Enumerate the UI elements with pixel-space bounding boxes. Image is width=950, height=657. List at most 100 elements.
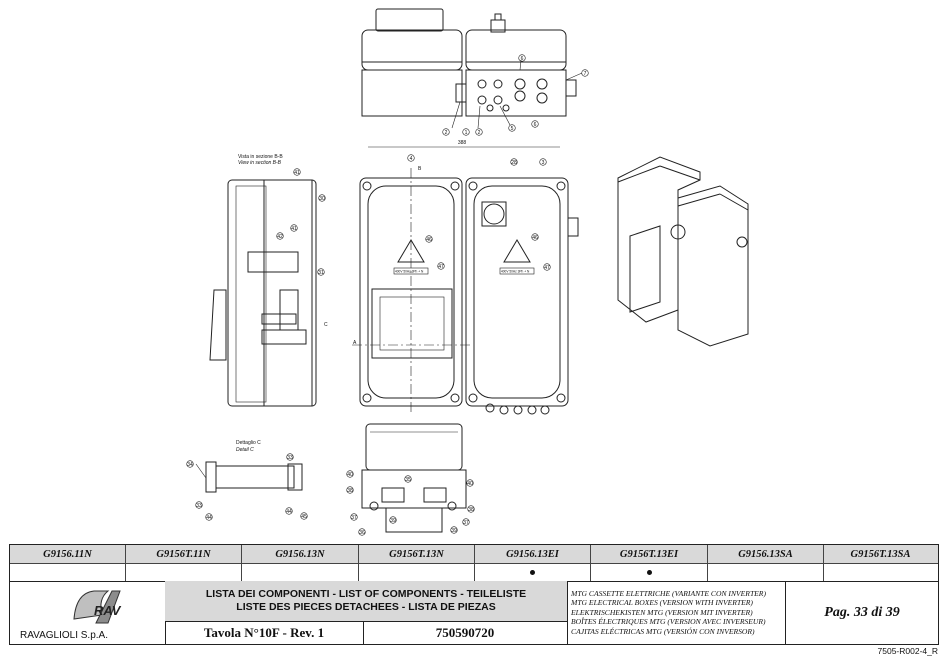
callout-circle	[442, 128, 450, 136]
warning-label: 400V 50Hz 3Ph + N	[395, 270, 424, 274]
callout-number: 2	[445, 130, 448, 136]
callout-circle	[531, 120, 539, 128]
section-mark-a: A	[353, 340, 357, 346]
callout-circle	[346, 486, 354, 494]
top-view	[361, 8, 583, 129]
logo-cell: RAV RAVAGLIOLI S.p.A.	[10, 581, 166, 644]
callout-circle	[407, 154, 415, 162]
model-code: G9156T.13N	[359, 545, 475, 563]
bottom-view	[361, 423, 467, 533]
model-code: G9156.11N	[10, 545, 126, 563]
callout-number: 37	[351, 515, 357, 521]
callout-circle	[462, 128, 470, 136]
callout-circle	[276, 232, 284, 240]
callout-circle	[186, 460, 194, 468]
callout-number: 30	[319, 196, 325, 202]
callout-circle	[425, 235, 433, 243]
callout-number: 47	[544, 265, 550, 271]
drawing-number: 750590720	[363, 621, 568, 644]
title-line-1: LISTA DEI COMPONENTI - LIST OF COMPONENT…	[205, 588, 527, 600]
applicability-cell	[126, 563, 242, 581]
logo-text: RAV	[94, 603, 122, 618]
applicability-dot	[646, 569, 652, 575]
detail-view	[195, 461, 303, 493]
callout-circle	[518, 54, 526, 62]
isometric-view	[617, 156, 749, 347]
model-codes-row: G9156.11N G9156T.11N G9156.13N G9156T.13…	[10, 545, 938, 564]
applicability-cell	[242, 563, 359, 581]
callout-circle	[300, 512, 308, 520]
callout-number: 35	[405, 477, 411, 483]
callout-number: 34	[187, 462, 193, 468]
callout-circle	[531, 233, 539, 241]
callout-circle	[293, 168, 301, 176]
callout-number: 44	[206, 515, 212, 521]
dimension-text: 388	[458, 140, 467, 146]
callout-circle	[475, 128, 483, 136]
applicability-cell	[708, 563, 824, 581]
callout-number: 42	[277, 234, 283, 240]
model-code: G9156T.13SA	[850, 548, 911, 560]
model-code: G9156.13SA	[708, 545, 824, 563]
callout-number: 28	[511, 160, 517, 166]
callout-number: 47	[438, 264, 444, 270]
model-code: G9156.13N	[242, 545, 359, 563]
applicability-dot	[530, 569, 535, 575]
callout-circle	[389, 516, 397, 524]
callout-circle	[290, 224, 298, 232]
callout-circle	[437, 262, 445, 270]
callout-number: 40	[467, 481, 473, 487]
callout-circle	[346, 470, 354, 478]
section-mark-c: C	[324, 322, 328, 328]
callout-number: 39	[390, 518, 396, 524]
callout-circle	[539, 158, 547, 166]
info-row: RAV RAVAGLIOLI S.p.A. LISTA DEI COMPONEN…	[10, 581, 938, 644]
model-code: G9156.13EI	[475, 545, 591, 563]
callout-circle	[581, 69, 589, 77]
front-view	[352, 146, 579, 415]
callout-circle	[205, 513, 213, 521]
company-name: RAVAGLIOLI S.p.A.	[20, 630, 108, 641]
callout-number: 5	[511, 126, 514, 132]
callout-circle	[508, 124, 516, 132]
callout-circle	[285, 507, 293, 515]
description-en: MTG ELECTRICAL BOXES (VERSION WITH INVER…	[571, 598, 753, 608]
callout-circle	[195, 501, 203, 509]
callout-circle	[543, 263, 551, 271]
callout-circle	[510, 158, 518, 166]
callout-number: 4	[410, 156, 413, 162]
list-title: LISTA DEI COMPONENTI - LIST OF COMPONENT…	[165, 581, 568, 622]
callout-circle	[462, 518, 470, 526]
callout-number: 38	[347, 488, 353, 494]
callout-number: 46	[426, 237, 432, 243]
callout-number: 31	[318, 270, 324, 276]
callout-number: 33	[287, 455, 293, 461]
detail-caption-en: Detail C	[236, 447, 254, 453]
callout-circle	[404, 475, 412, 483]
callout-number: 33	[196, 503, 202, 509]
description-block: MTG CASSETTE ELETTRICHE (VARIANTE CON IN…	[567, 581, 786, 644]
callout-circle	[450, 526, 458, 534]
callout-number: 40	[347, 472, 353, 478]
callout-number: 3	[542, 160, 545, 166]
callout-circle	[286, 453, 294, 461]
section-caption-it: Vista in sezione B-B	[238, 154, 283, 160]
title-line-2: LISTE DES PIECES DETACHEES - LISTA DE PI…	[236, 601, 496, 613]
applicability-cell	[824, 563, 937, 581]
description-de: ELEKTRISCHEKISTEN MTG (VERSION MIT INVER…	[571, 607, 753, 617]
page-number: Pag. 33 di 39	[824, 604, 900, 620]
description-it: MTG CASSETTE ELETTRICHE (VARIANTE CON IN…	[571, 588, 766, 598]
callout-number: 7	[584, 71, 587, 77]
callout-number: 46	[532, 235, 538, 241]
description-es: CAJITAS ELÉCTRICAS MTG (VERSIÓN CON INVE…	[571, 626, 755, 636]
applicability-cell	[10, 563, 126, 581]
section-caption-en: View in section B-B	[238, 160, 282, 166]
ravaglioli-logo: RAV	[73, 590, 122, 624]
callout-number: 6	[534, 122, 537, 128]
callout-circle	[467, 505, 475, 513]
callout-circle	[358, 528, 366, 536]
table-number: Tavola N°10F - Rev. 1	[165, 621, 364, 644]
applicability-cell	[475, 563, 591, 581]
description-fr: BOÎTES ÉLECTRIQUES MTG (VERSION AVEC INV…	[571, 617, 766, 627]
technical-drawing: 2 1 2 5 6 6 7 4 28 3 46 47 46 47 41 30 4…	[186, 8, 749, 536]
